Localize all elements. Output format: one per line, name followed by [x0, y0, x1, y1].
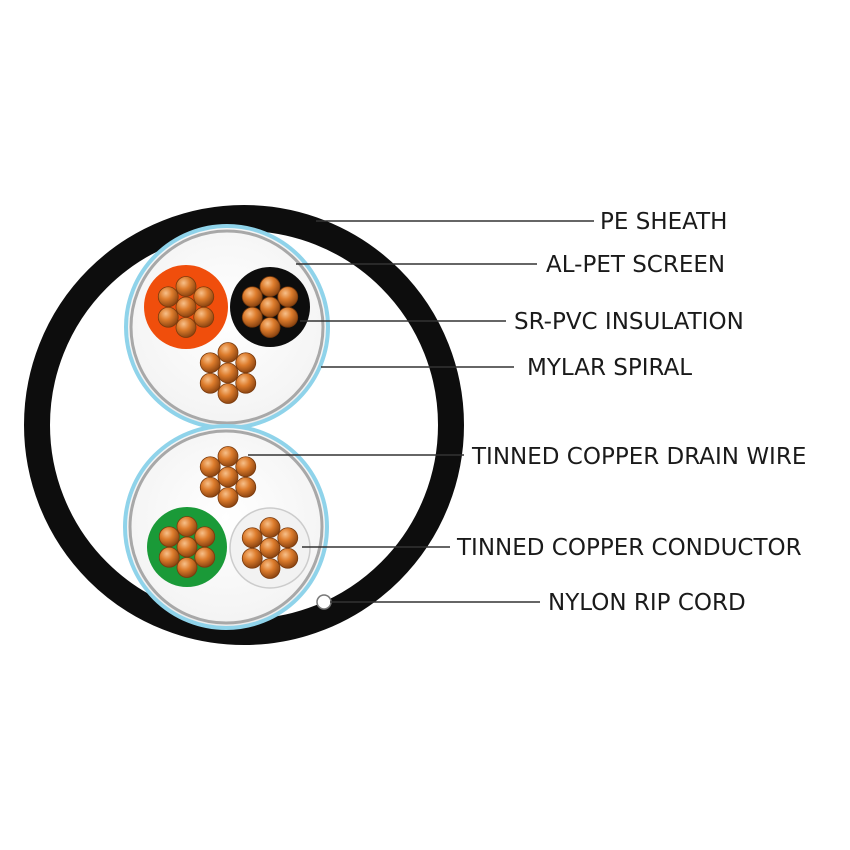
copper-strand	[194, 546, 216, 568]
lower-mylar-spiral	[128, 429, 324, 625]
copper-strand	[277, 547, 299, 569]
copper-strand	[277, 306, 299, 328]
copper-strand	[277, 527, 299, 549]
copper-strand	[259, 558, 281, 579]
label-tinned-copper-conductor: TINNED COPPER CONDUCTOR	[456, 535, 802, 561]
copper-strand	[235, 476, 257, 498]
copper-strand	[217, 466, 239, 488]
white-conductor-strands	[241, 517, 299, 579]
copper-strand	[217, 383, 239, 404]
copper-strand	[241, 547, 263, 569]
copper-strand	[199, 476, 221, 498]
orange-conductor-strands	[157, 276, 215, 338]
label-al-pet-screen: AL-PET SCREEN	[546, 252, 725, 278]
copper-strand	[217, 362, 239, 384]
copper-strand	[259, 296, 281, 318]
copper-strand	[193, 306, 215, 328]
copper-strand	[235, 372, 257, 394]
copper-strand	[241, 527, 263, 549]
lower-pair	[123, 424, 332, 630]
label-nylon-rip-cord: NYLON RIP CORD	[548, 590, 746, 616]
upper-mylar-spiral	[129, 229, 325, 425]
upper-pair	[124, 224, 330, 430]
copper-strand	[217, 342, 239, 363]
copper-strand	[157, 306, 179, 328]
copper-strand	[217, 446, 239, 467]
copper-strand	[259, 517, 281, 538]
lower-drain-wire-strands	[199, 446, 257, 508]
copper-strand	[241, 286, 263, 308]
nylon-rip-cord	[316, 594, 332, 610]
copper-strand	[157, 286, 179, 308]
copper-strand	[176, 516, 198, 537]
copper-strand	[235, 352, 257, 374]
copper-strand	[158, 546, 180, 568]
copper-strand	[217, 487, 239, 508]
copper-strand	[193, 286, 215, 308]
label-mylar-spiral: MYLAR SPIRAL	[527, 355, 692, 381]
copper-strand	[259, 317, 281, 338]
copper-strand	[175, 317, 197, 338]
copper-strand	[158, 526, 180, 548]
copper-strand	[259, 537, 281, 559]
label-tinned-copper-drain-wire: TINNED COPPER DRAIN WIRE	[471, 444, 806, 470]
copper-strand	[176, 557, 198, 578]
copper-strand	[277, 286, 299, 308]
copper-strand	[199, 456, 221, 478]
black-conductor-strands	[241, 276, 299, 338]
copper-strand	[235, 456, 257, 478]
copper-strand	[199, 372, 221, 394]
copper-strand	[199, 352, 221, 374]
copper-strand	[175, 296, 197, 318]
label-pe-sheath: PE SHEATH	[600, 209, 727, 235]
copper-strand	[259, 276, 281, 297]
copper-strand	[241, 306, 263, 328]
copper-strand	[175, 276, 197, 297]
label-sr-pvc-insulation: SR-PVC INSULATION	[514, 309, 744, 335]
copper-strand	[194, 526, 216, 548]
upper-drain-wire-strands	[199, 342, 257, 404]
copper-strand	[176, 536, 198, 558]
green-conductor-strands	[158, 516, 216, 578]
